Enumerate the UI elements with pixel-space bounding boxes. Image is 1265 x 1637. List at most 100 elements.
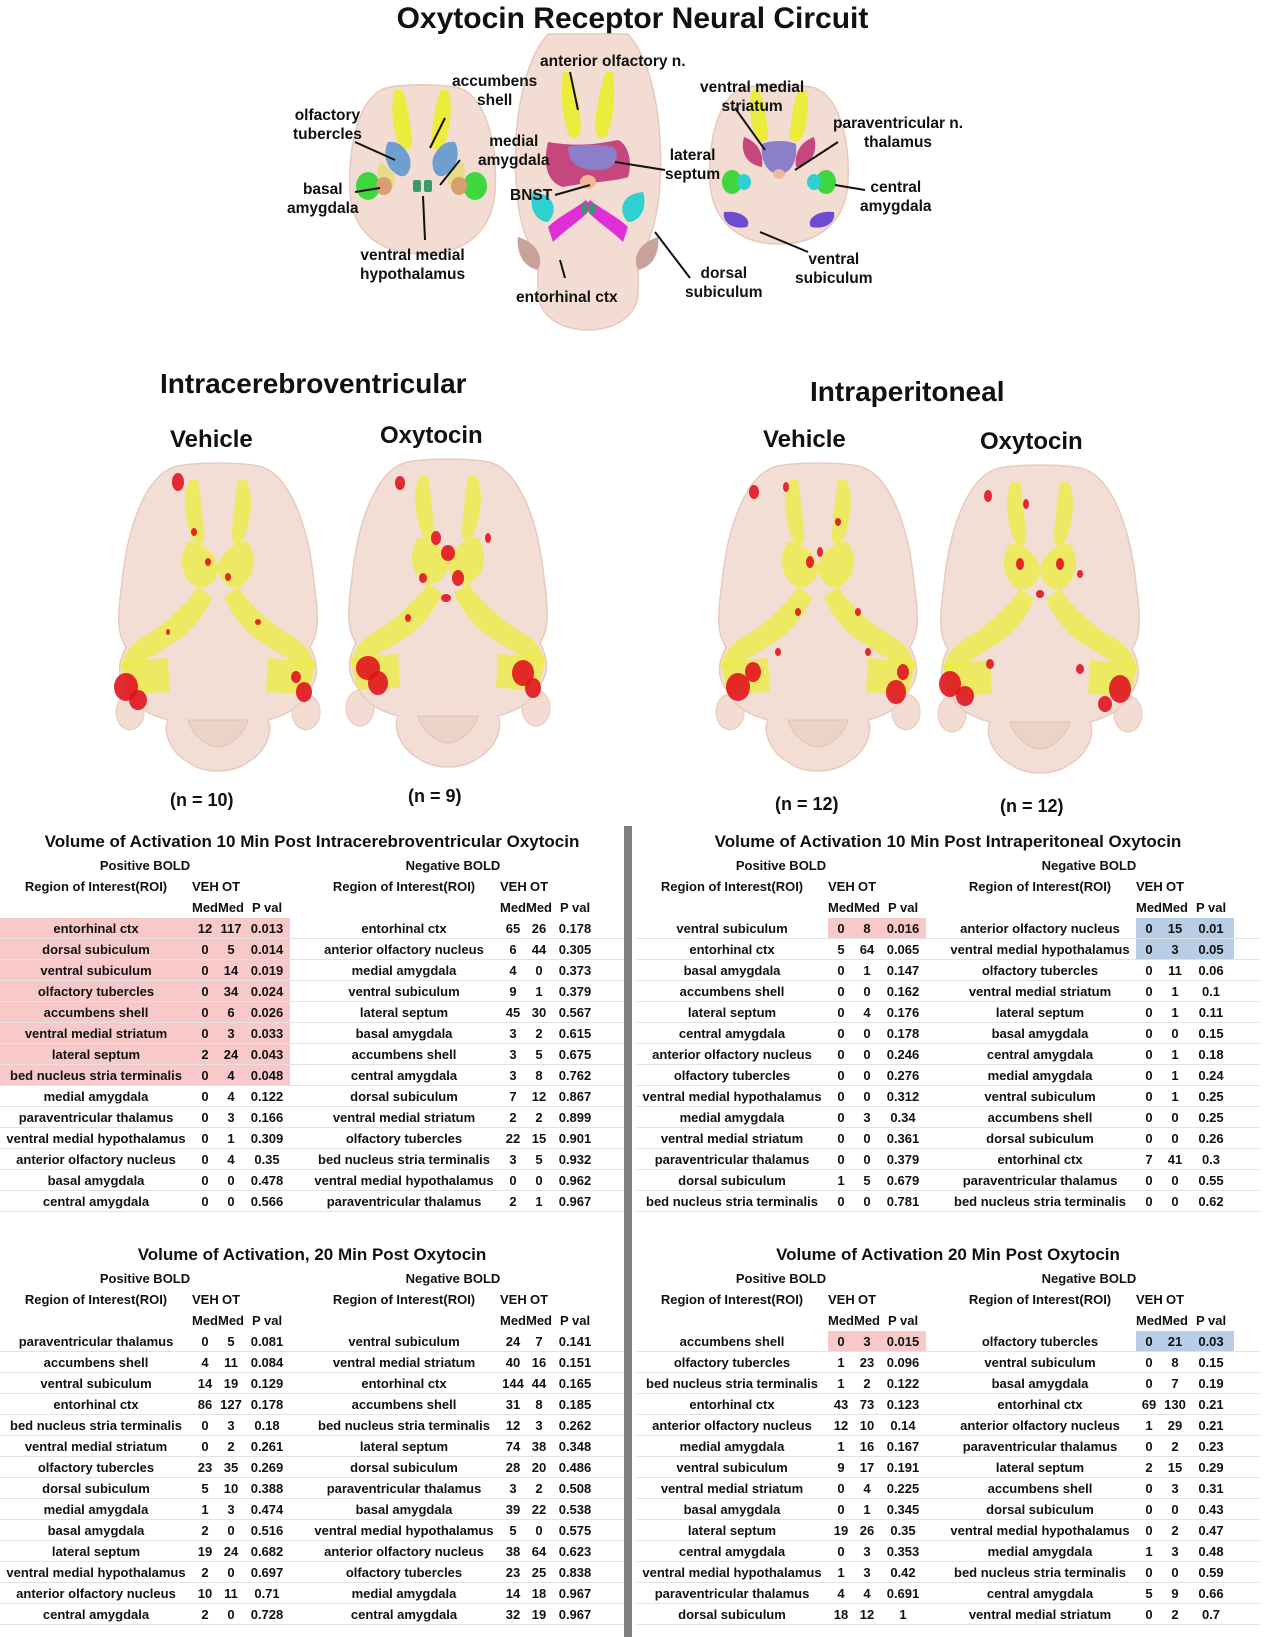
ot-median-cell: 26 bbox=[859, 1523, 875, 1538]
column-gap bbox=[290, 1352, 308, 1372]
ot-median-cell: 0 bbox=[535, 1523, 543, 1538]
veh-median-cell: 1 bbox=[837, 1565, 845, 1580]
roi-cell: olfactory tubercles bbox=[981, 963, 1099, 978]
ot-median-cell: 4 bbox=[863, 1005, 871, 1020]
roi-region bbox=[1007, 482, 1027, 547]
ot-median-cell: 0 bbox=[227, 1194, 235, 1209]
ot-median-cell: 1 bbox=[1171, 1089, 1179, 1104]
ot-median-cell: 17 bbox=[859, 1460, 875, 1475]
column-gap bbox=[290, 1289, 308, 1310]
blank-header-cell bbox=[1188, 876, 1234, 897]
veh-median-cell: 0 bbox=[837, 1026, 845, 1041]
pval-cell: 0.123 bbox=[886, 1397, 920, 1412]
column-gap bbox=[290, 1373, 308, 1393]
roi-cell: anterior olfactory nucleus bbox=[960, 1418, 1120, 1433]
veh-median-header: Med bbox=[192, 1313, 218, 1328]
ot-median-cell: 64 bbox=[859, 942, 875, 957]
roi-cell: entorhinal ctx bbox=[997, 1152, 1083, 1167]
veh-median-cell: 22 bbox=[505, 1131, 521, 1146]
pval-cell: 0.014 bbox=[244, 939, 290, 959]
veh-median-cell: 2 bbox=[201, 1607, 209, 1622]
veh-median-cell: 0 bbox=[1145, 1481, 1153, 1496]
ot-median-cell: 1 bbox=[1171, 1047, 1179, 1062]
ot-median-header: Med bbox=[526, 1313, 552, 1328]
veh-median-cell: 18 bbox=[833, 1607, 849, 1622]
roi-cell: paraventricular thalamus bbox=[962, 1439, 1118, 1454]
ot-median-cell: 23 bbox=[859, 1355, 875, 1370]
veh-median-cell: 38 bbox=[505, 1544, 521, 1559]
pval-cell: 0.191 bbox=[886, 1460, 920, 1475]
veh-median-cell: 65 bbox=[505, 921, 521, 936]
roi-region bbox=[122, 587, 212, 667]
ot-median-header: Med bbox=[1162, 1313, 1188, 1328]
column-gap bbox=[290, 1520, 308, 1540]
ot-median-cell: 19 bbox=[223, 1376, 239, 1391]
column-gap bbox=[290, 1023, 308, 1043]
roi-cell: dorsal subiculum bbox=[986, 1131, 1094, 1146]
pval-cell: 0.42 bbox=[890, 1565, 916, 1580]
veh-median-cell: 0 bbox=[1145, 1523, 1153, 1538]
label-basamy-line2: amygdala bbox=[287, 200, 359, 217]
ot-median-cell: 7 bbox=[535, 1334, 543, 1349]
brainstem bbox=[1009, 721, 1071, 750]
roi-cell: olfactory tubercles bbox=[345, 1565, 463, 1580]
pval-cell: 1 bbox=[899, 1607, 907, 1622]
roi-cell: olfactory tubercles bbox=[345, 1131, 463, 1146]
activation-cluster bbox=[984, 490, 992, 502]
pval-cell: 0.122 bbox=[250, 1089, 284, 1104]
veh-median-cell: 1 bbox=[837, 1376, 845, 1391]
column-gap bbox=[926, 1499, 944, 1519]
roi-cell: ventral medial striatum bbox=[660, 1481, 804, 1496]
positive-bold-header: Positive BOLD bbox=[735, 1271, 827, 1286]
column-gap bbox=[290, 1583, 308, 1603]
column-gap bbox=[290, 1268, 308, 1289]
blank-header-cell bbox=[244, 876, 290, 897]
roi-cell: central amygdala bbox=[42, 1194, 150, 1209]
roi-cell: ventral subiculum bbox=[348, 984, 460, 999]
roi-cell: olfactory tubercles bbox=[981, 1334, 1099, 1349]
ot-median-cell: 0 bbox=[863, 1026, 871, 1041]
roi-region bbox=[781, 542, 818, 588]
roi-cell: basal amygdala bbox=[47, 1523, 145, 1538]
roi-cell: paraventricular thalamus bbox=[18, 1110, 174, 1125]
pval-cell: 0.18 bbox=[1198, 1047, 1224, 1062]
pval-cell: 0.166 bbox=[250, 1110, 284, 1125]
pval-cell: 0.486 bbox=[558, 1460, 592, 1475]
pval-cell: 0.47 bbox=[1198, 1523, 1224, 1538]
label-anterior-olfactory: anterior olfactory n. bbox=[540, 53, 686, 70]
roi-region bbox=[231, 480, 251, 545]
label-leader-lines bbox=[354, 71, 866, 279]
activation-cluster bbox=[806, 556, 814, 568]
column-gap bbox=[290, 1394, 308, 1414]
activation-cluster bbox=[291, 671, 301, 683]
ot-median-cell: 2 bbox=[1171, 1439, 1179, 1454]
label-olf-line1: olfactory bbox=[294, 107, 361, 124]
ot-column-header: OT bbox=[221, 879, 241, 894]
roi-cell: ventral subiculum bbox=[40, 1376, 152, 1391]
pval-cell: 0.71 bbox=[254, 1586, 280, 1601]
roi-cell: dorsal subiculum bbox=[350, 1460, 458, 1475]
veh-median-cell: 1 bbox=[201, 1502, 209, 1517]
ot-median-cell: 15 bbox=[1167, 1460, 1183, 1475]
ot-median-cell: 0 bbox=[227, 1173, 235, 1188]
roi-cell: central amygdala bbox=[678, 1544, 786, 1559]
veh-median-cell: 0 bbox=[1145, 1026, 1153, 1041]
ip-oxytocin-n: (n = 12) bbox=[1000, 796, 1064, 816]
